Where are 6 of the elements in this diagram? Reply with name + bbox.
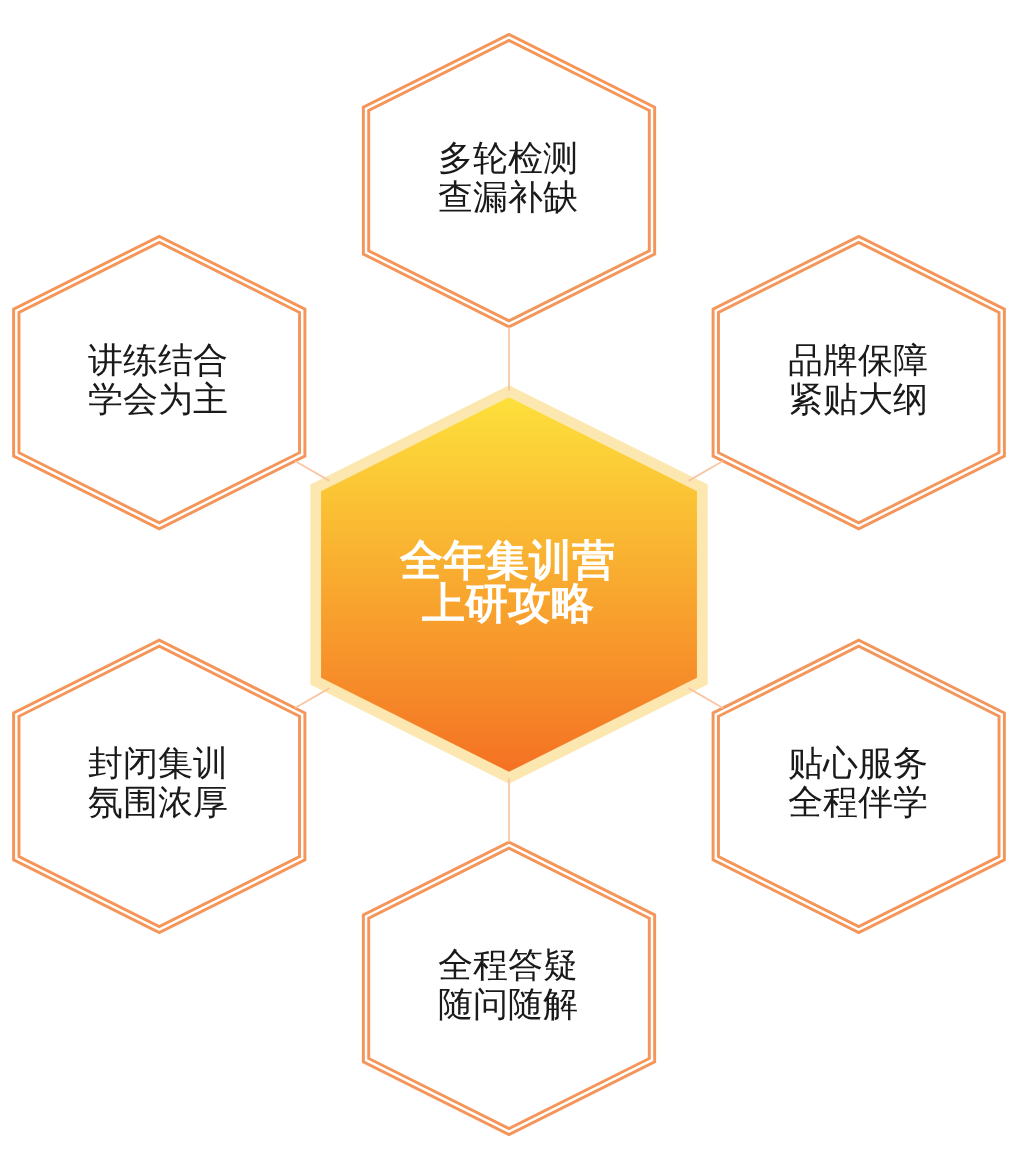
connector: [294, 459, 331, 482]
connector: [508, 325, 510, 392]
connector: [687, 459, 724, 482]
connector: [687, 686, 724, 709]
connector: [508, 776, 510, 843]
connector: [294, 686, 331, 709]
